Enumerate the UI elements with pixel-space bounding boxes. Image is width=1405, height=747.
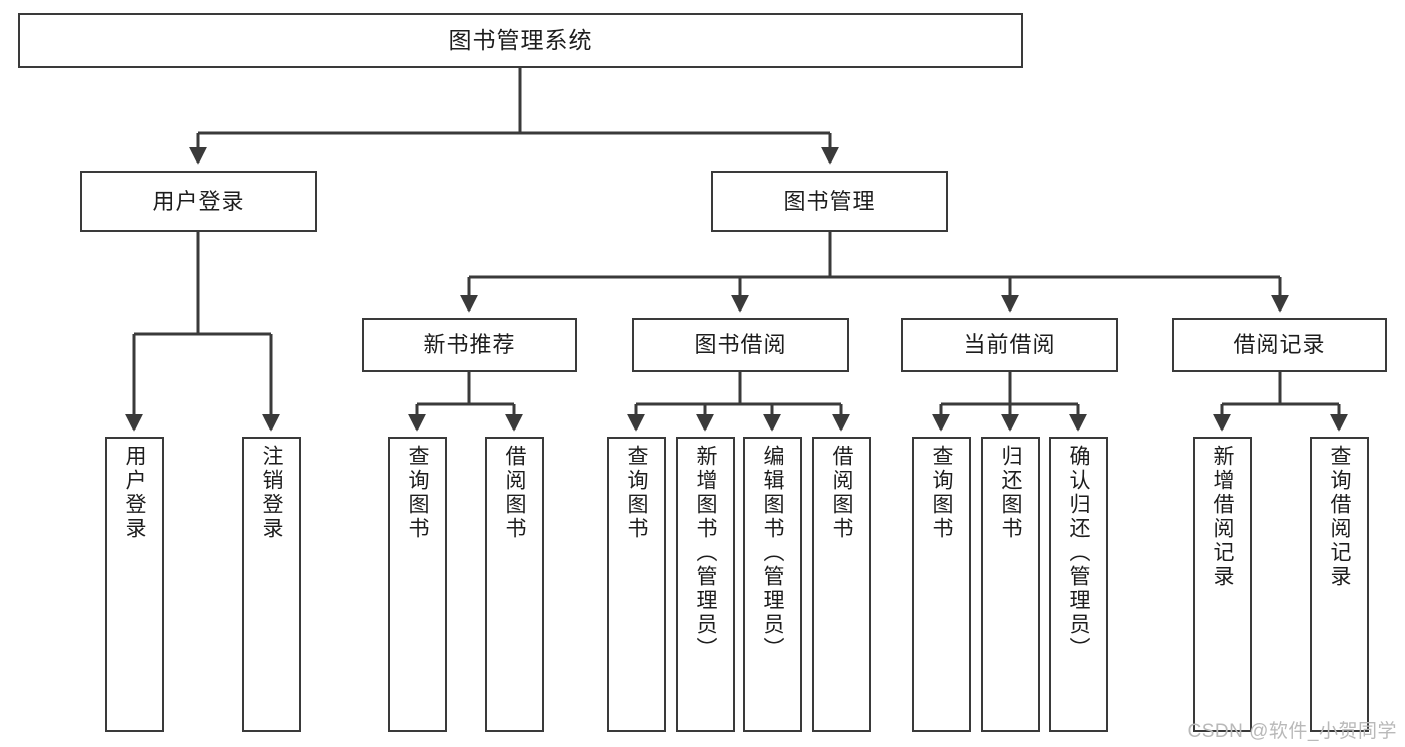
node-label: 查询图书 [406, 445, 429, 541]
node-borrow-record[interactable]: 借阅记录 [1172, 318, 1387, 372]
node-label: 编辑图书（管理员） [761, 445, 784, 661]
leaf-borrow-borrow-book[interactable]: 借阅图书 [812, 437, 871, 732]
node-root-system[interactable]: 图书管理系统 [18, 13, 1023, 68]
node-current-borrow[interactable]: 当前借阅 [901, 318, 1118, 372]
leaf-current-return-book[interactable]: 归还图书 [981, 437, 1040, 732]
node-user-login[interactable]: 用户登录 [80, 171, 317, 232]
leaf-record-query-record[interactable]: 查询借阅记录 [1310, 437, 1369, 732]
node-label: 新增图书（管理员） [694, 445, 717, 661]
node-label: 借阅记录 [1233, 332, 1326, 358]
leaf-current-confirm-return-admin[interactable]: 确认归还（管理员） [1049, 437, 1108, 732]
node-label: 查询图书 [930, 445, 953, 541]
node-label: 图书管理 [783, 188, 876, 214]
leaf-record-add-record[interactable]: 新增借阅记录 [1193, 437, 1252, 732]
leaf-borrow-query-book[interactable]: 查询图书 [607, 437, 666, 732]
watermark-text: CSDN @软件_小贺同学 [1187, 721, 1397, 742]
node-label: 注销登录 [260, 445, 283, 541]
node-label: 用户登录 [123, 445, 146, 541]
node-label: 用户登录 [152, 188, 245, 214]
leaf-borrow-add-book-admin[interactable]: 新增图书（管理员） [676, 437, 735, 732]
leaf-borrow-edit-book-admin[interactable]: 编辑图书（管理员） [743, 437, 802, 732]
node-label: 查询借阅记录 [1328, 445, 1351, 589]
node-book-borrow[interactable]: 图书借阅 [632, 318, 849, 372]
node-label: 图书管理系统 [448, 26, 593, 53]
node-label: 当前借阅 [963, 332, 1056, 358]
node-label: 图书借阅 [694, 332, 787, 358]
node-label: 新书推荐 [423, 332, 516, 358]
node-label: 查询图书 [625, 445, 648, 541]
leaf-recommend-borrow-book[interactable]: 借阅图书 [485, 437, 544, 732]
leaf-user-login-login[interactable]: 用户登录 [105, 437, 164, 732]
leaf-user-login-logout[interactable]: 注销登录 [242, 437, 301, 732]
node-book-management[interactable]: 图书管理 [711, 171, 948, 232]
node-label: 借阅图书 [503, 445, 526, 541]
node-label: 借阅图书 [830, 445, 853, 541]
node-label: 确认归还（管理员） [1067, 445, 1090, 661]
node-label: 新增借阅记录 [1211, 445, 1234, 589]
node-new-book-recommend[interactable]: 新书推荐 [362, 318, 577, 372]
node-label: 归还图书 [999, 445, 1022, 541]
leaf-current-query-book[interactable]: 查询图书 [912, 437, 971, 732]
leaf-recommend-query-book[interactable]: 查询图书 [388, 437, 447, 732]
